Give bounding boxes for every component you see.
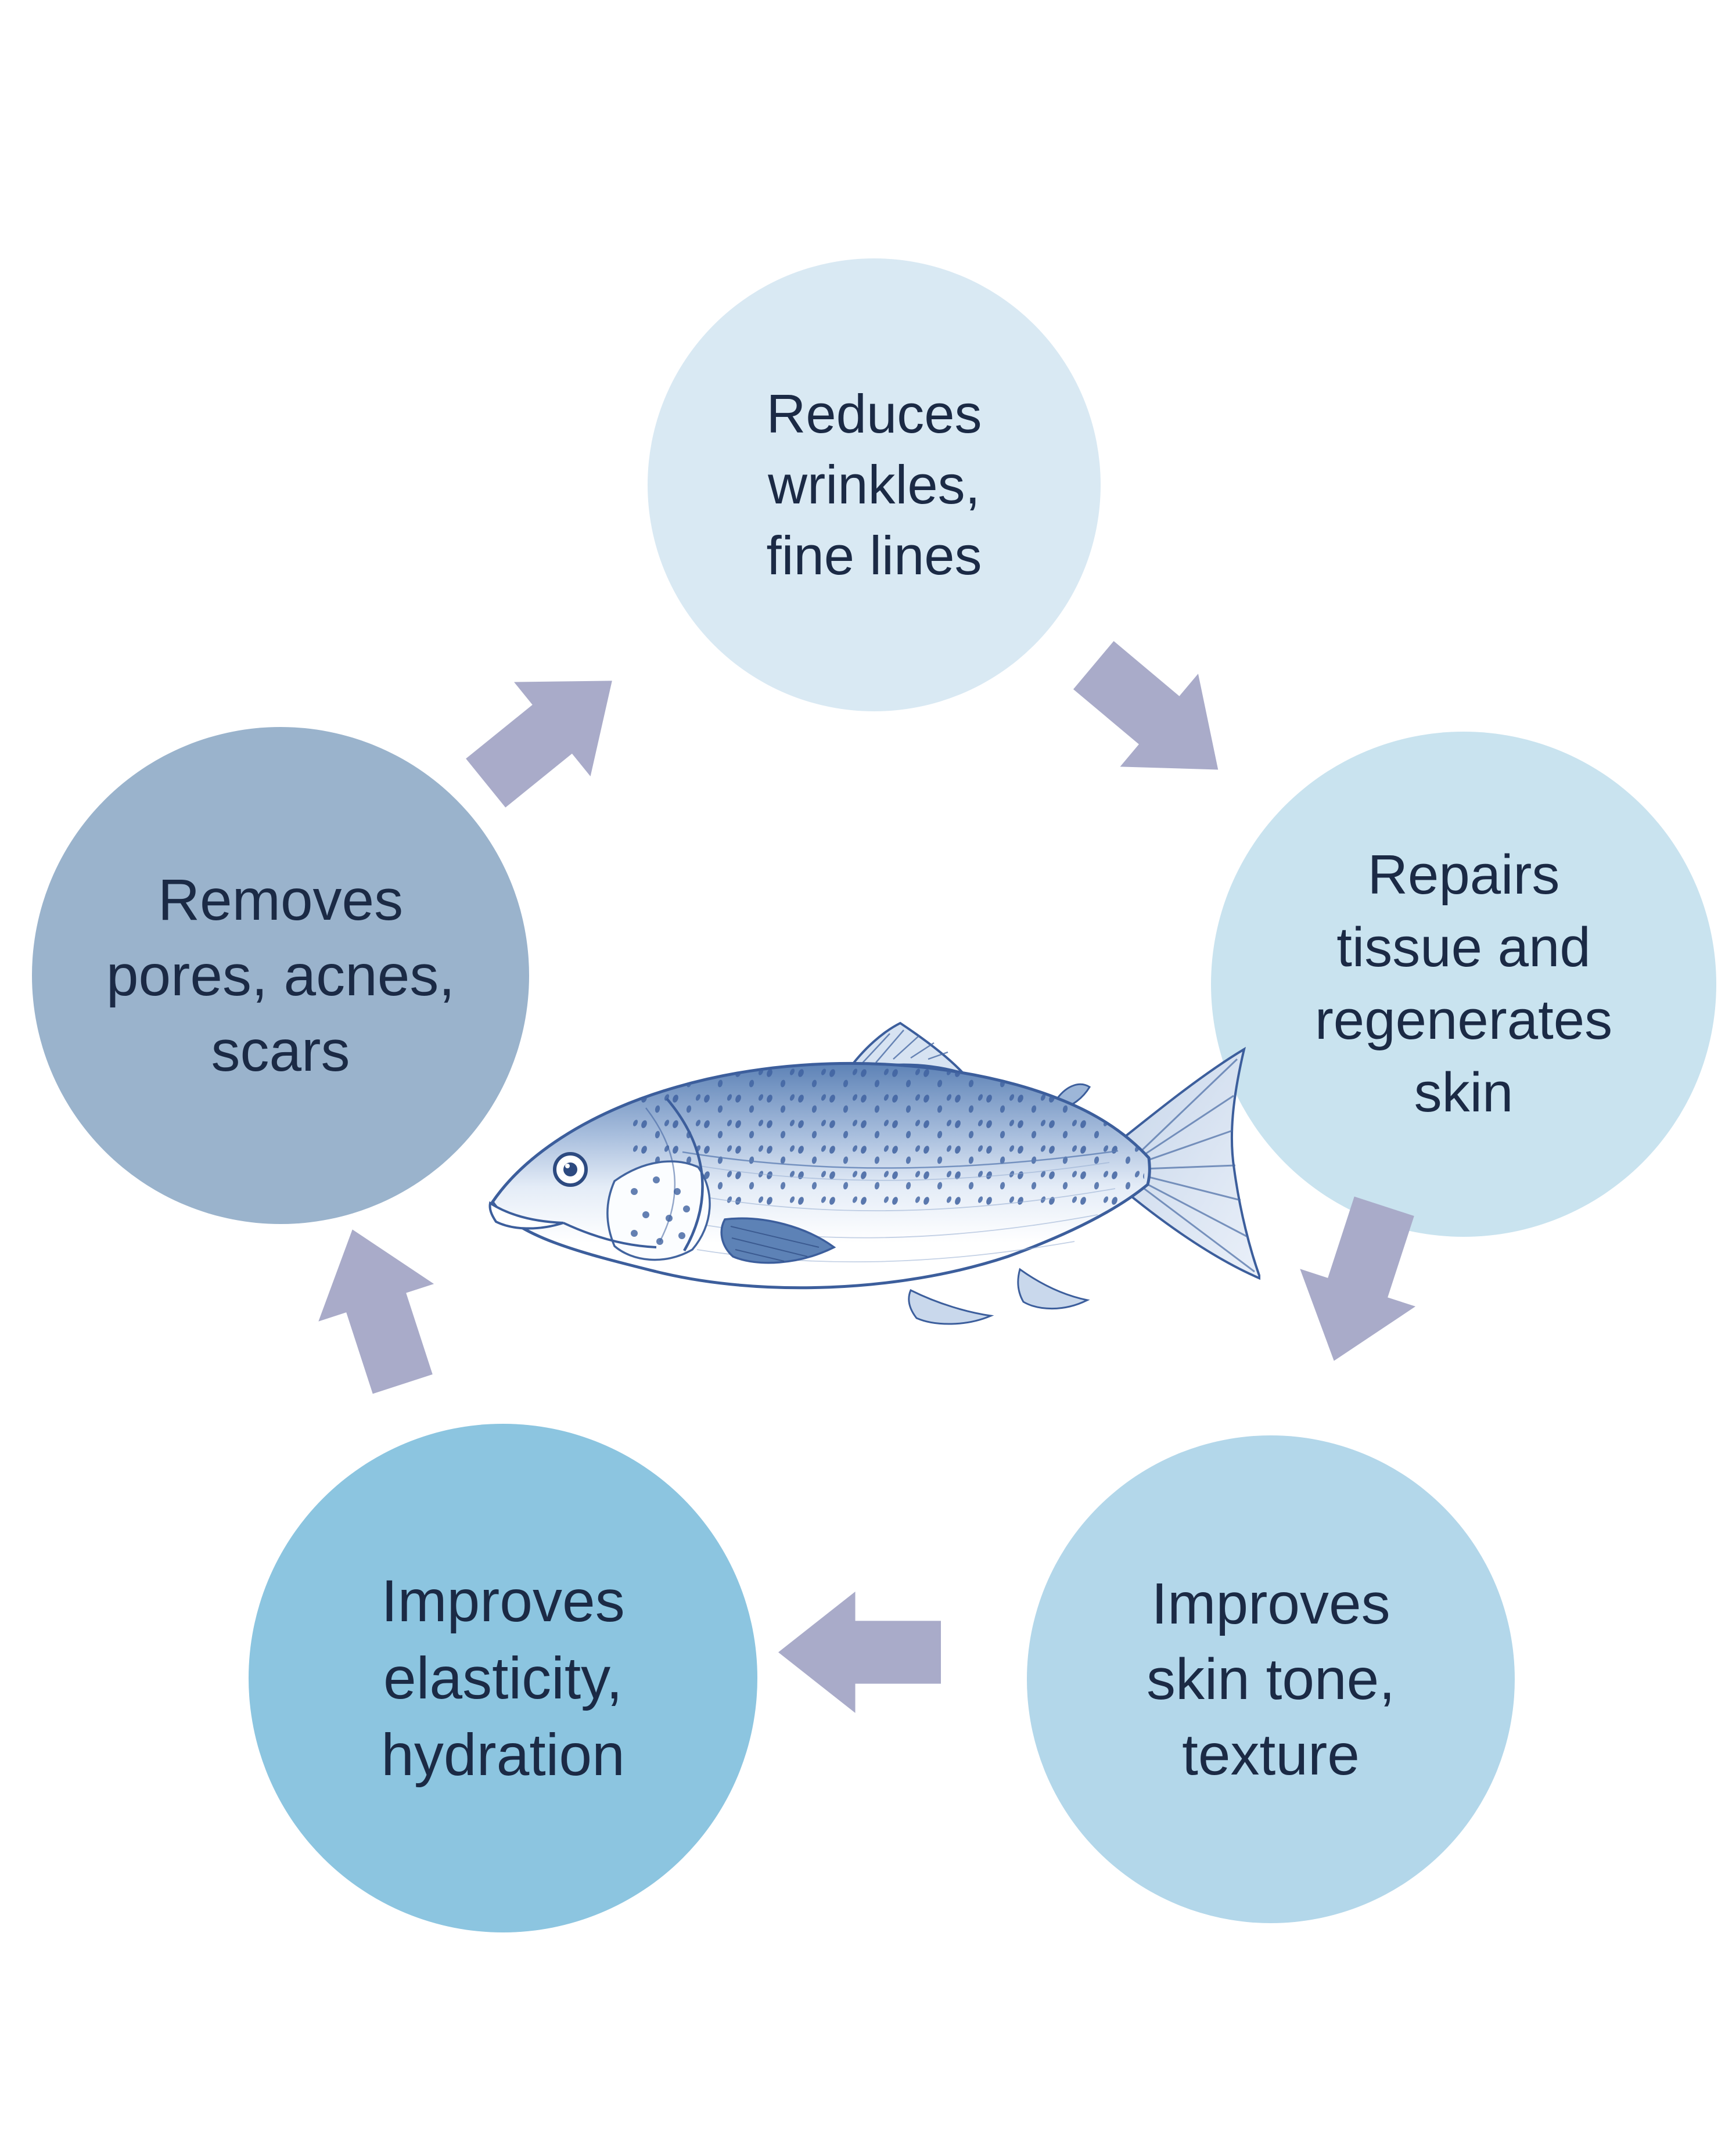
benefit-line: skin — [1414, 1061, 1514, 1124]
benefit-line: texture — [1182, 1722, 1360, 1787]
benefit-circle-bottom-left: Improves elasticity, hydration — [249, 1424, 757, 1932]
benefit-text-bottom-left: Improves elasticity, hydration — [381, 1563, 625, 1794]
fish-cheek — [606, 1160, 711, 1261]
benefit-line: scars — [211, 1018, 350, 1084]
benefit-text-right: Repairs tissue and regenerates skin — [1315, 839, 1612, 1129]
fish-lateral-line — [682, 1150, 1119, 1169]
arrow-left-to-top-icon — [466, 681, 612, 808]
benefit-line: hydration — [381, 1722, 625, 1788]
benefit-text-top: Reduces wrinkles, fine lines — [767, 379, 982, 592]
salmon-fish-illustration — [488, 1021, 1260, 1325]
benefit-line: Removes — [157, 868, 404, 933]
benefit-line: Improves — [1151, 1571, 1390, 1636]
fish-mouth — [488, 1201, 657, 1248]
benefit-line: elasticity, — [383, 1644, 623, 1711]
fish-speckles — [633, 1063, 1144, 1206]
benefit-line: wrinkles, — [768, 453, 980, 515]
benefit-line: Improves — [381, 1568, 625, 1635]
benefit-line: tissue and — [1336, 916, 1591, 979]
arrow-right-to-bottom-right-icon — [1300, 1196, 1416, 1361]
benefit-circle-bottom-right: Improves skin tone, texture — [1027, 1435, 1515, 1923]
benefit-text-bottom-right: Improves skin tone, texture — [1147, 1566, 1395, 1793]
benefit-line: fine lines — [766, 525, 982, 586]
benefit-circle-top: Reduces wrinkles, fine lines — [648, 258, 1101, 711]
arrow-bottom-left-to-left-icon — [318, 1229, 434, 1394]
fish-anal-fin — [1017, 1268, 1090, 1310]
fish-eye — [553, 1152, 588, 1187]
arrow-bottom-right-to-bottom-left-icon — [778, 1591, 941, 1714]
benefit-line: Reduces — [766, 383, 982, 444]
benefit-line: Repairs — [1367, 844, 1560, 906]
benefit-text-left: Removes pores, acnes, scars — [106, 862, 455, 1089]
arrow-top-to-right-icon — [1073, 641, 1219, 770]
benefit-line: skin tone, — [1146, 1647, 1396, 1712]
benefit-line: pores, acnes, — [106, 943, 455, 1008]
benefit-circle-left: Removes pores, acnes, scars — [32, 727, 529, 1224]
fish-gill-arcs — [645, 1097, 704, 1252]
benefit-line: regenerates — [1314, 989, 1613, 1051]
fish-pelvic-fin — [908, 1288, 994, 1325]
benefit-circle-right: Repairs tissue and regenerates skin — [1211, 732, 1716, 1237]
fish-pectoral-fin — [720, 1217, 836, 1264]
